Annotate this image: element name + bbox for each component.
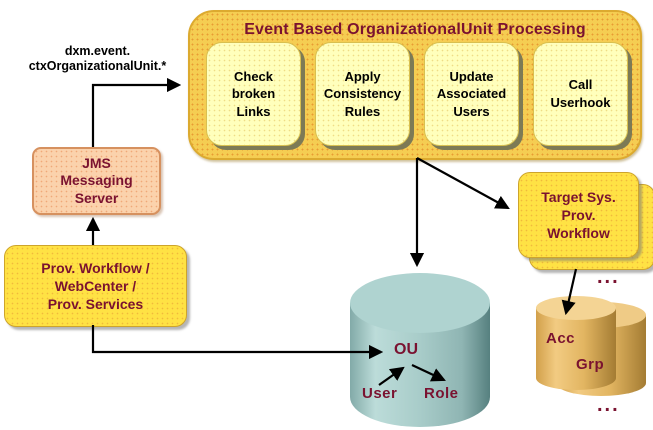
more-workflows-ellipsis: ... — [597, 266, 620, 288]
target-workflow-box: Target Sys. Prov. Workflow — [518, 172, 639, 258]
event-topic-label: dxm.event. ctxOrganizationalUnit.* — [28, 44, 167, 73]
target-store-grp-label: Grp — [576, 356, 605, 373]
prov-workflow-box: Prov. Workflow / WebCenter / Prov. Servi… — [4, 245, 187, 327]
processing-title: Event Based OrganizationalUnit Processin… — [244, 21, 586, 38]
arrow-ou-to-role — [411, 364, 446, 382]
arrow-user-to-ou — [378, 366, 405, 386]
arrow-target-workflow-to-target-store — [561, 268, 578, 316]
processing-container: Event Based OrganizationalUnit Processin… — [188, 10, 642, 160]
step-apply-consistency-rules: Apply Consistency Rules — [315, 42, 410, 146]
arrow-jms-to-processing — [91, 77, 182, 147]
target-store-cylinder-back — [556, 302, 646, 396]
more-stores-ellipsis: ... — [597, 394, 620, 416]
jms-messaging-server-box: JMS Messaging Server — [32, 147, 161, 215]
identity-store-role-label: Role — [424, 385, 459, 402]
step-update-associated-users: Update Associated Users — [424, 42, 519, 146]
target-store-acc-label: Acc — [546, 330, 576, 347]
processing-steps: Check broken Links Apply Consistency Rul… — [190, 42, 640, 146]
step-check-broken-links: Check broken Links — [206, 42, 301, 146]
arrow-processing-to-target-workflow — [416, 157, 510, 210]
identity-store-ou-label: OU — [394, 341, 418, 358]
identity-store-cylinder — [350, 273, 490, 427]
step-call-userhook: Call Userhook — [533, 42, 628, 146]
identity-store-user-label: User — [362, 385, 398, 402]
arrow-prov-to-ou — [91, 325, 384, 360]
